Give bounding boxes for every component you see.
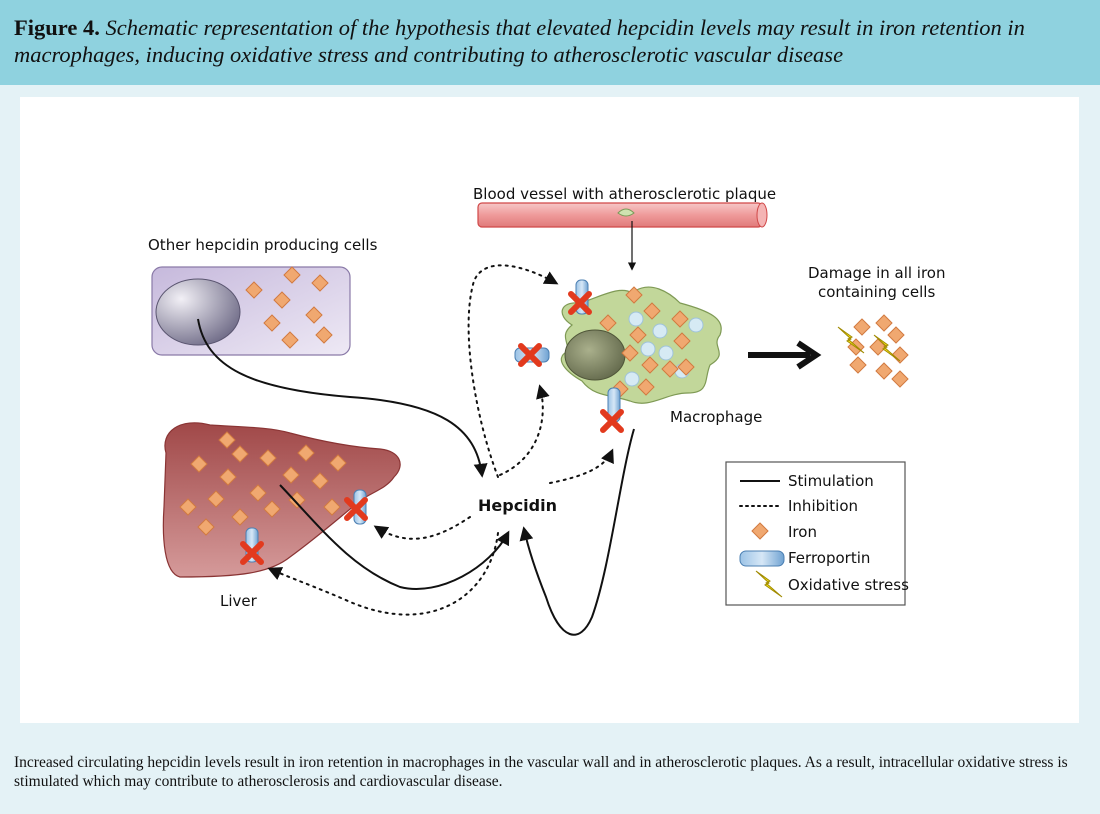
legend-item-oxidative-stress: Oxidative stress [788, 576, 909, 594]
figure-header: Figure 4. Schematic representation of th… [0, 0, 1100, 85]
figure-label: Figure 4. [14, 15, 100, 40]
figure-heading: Figure 4. Schematic representation of th… [14, 14, 1089, 68]
damage-label-line1: Damage in all iron [808, 264, 946, 282]
blood-vessel-label: Blood vessel with atherosclerotic plaque [473, 185, 776, 203]
ferroportin-icon [739, 550, 785, 567]
macrophage [560, 286, 722, 404]
legend-item-inhibition: Inhibition [788, 497, 858, 515]
legend: Stimulation Inhibition Iron Ferroportin … [725, 461, 909, 606]
inhibition-arrows [267, 264, 614, 616]
liver-label: Liver [220, 592, 258, 610]
liver [162, 422, 401, 578]
damage-label-line2: containing cells [818, 283, 935, 301]
legend-item-stimulation: Stimulation [788, 472, 874, 490]
other-cells-box [151, 266, 351, 356]
legend-item-iron: Iron [788, 523, 817, 541]
macrophage-label: Macrophage [670, 408, 762, 426]
stimulation-arrows [197, 318, 635, 636]
legend-item-ferroportin: Ferroportin [788, 549, 870, 567]
other-cells-label: Other hepcidin producing cells [148, 236, 378, 254]
diagram-canvas [20, 97, 1079, 723]
damaged-cells-cluster [837, 314, 909, 388]
macrophage-ferroportin-blocked [514, 279, 621, 430]
plaque-icon [617, 208, 635, 217]
hepcidin-label: Hepcidin [478, 496, 557, 515]
figure-title: Schematic representation of the hypothes… [14, 15, 1025, 67]
blood-vessel [477, 202, 768, 228]
figure-caption: Increased circulating hepcidin levels re… [14, 754, 1068, 790]
hepcidin-diagram: Blood vessel with atherosclerotic plaque… [148, 185, 946, 636]
